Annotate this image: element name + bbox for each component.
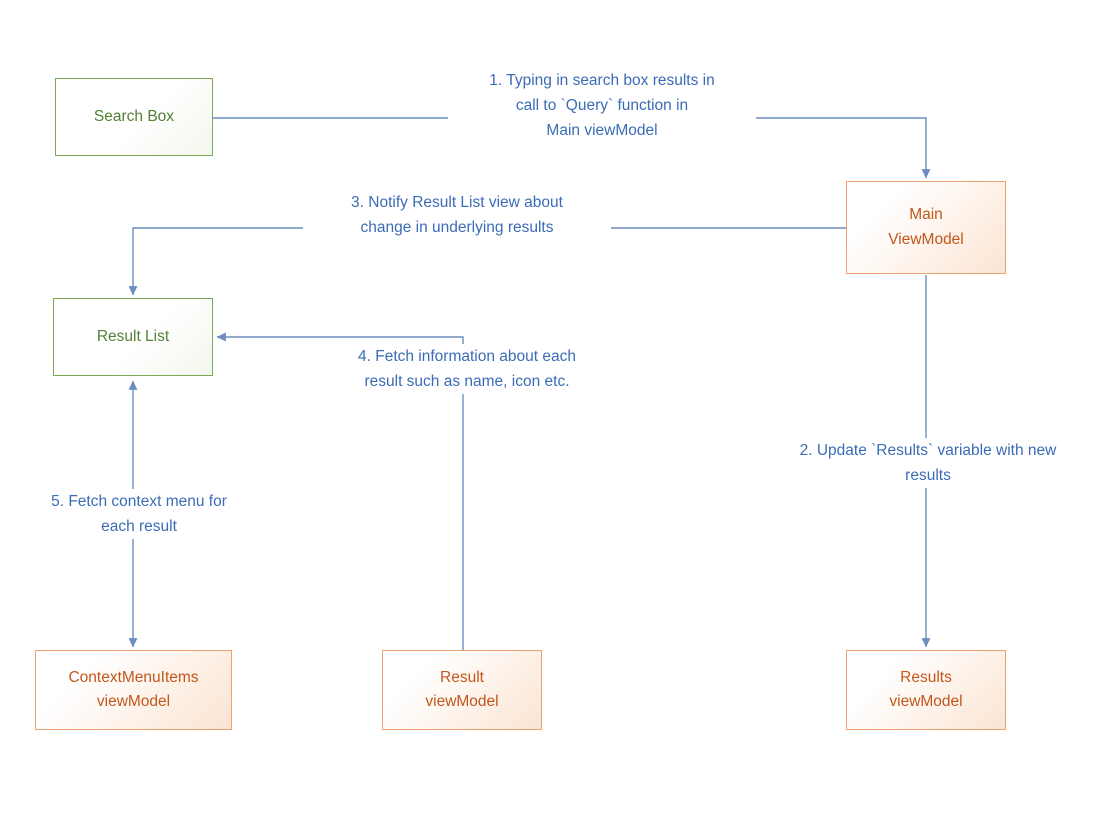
annotation-step4: 4. Fetch information about each result s… <box>313 344 621 394</box>
node-result-list: Result List <box>53 298 213 376</box>
node-result-viewmodel: Result viewModel <box>382 650 542 730</box>
annotation-step2: 2. Update `Results` variable with new re… <box>758 438 1098 488</box>
arrow-4-resultviewmodel-to-resultlist <box>216 332 464 650</box>
annotation-step1: 1. Typing in search box results in call … <box>448 68 756 143</box>
node-main-viewmodel: Main ViewModel <box>846 181 1006 274</box>
node-contextmenuitems-viewmodel: ContextMenuItems viewModel <box>35 650 232 730</box>
annotation-step5: 5. Fetch context menu for each result <box>15 489 263 539</box>
annotation-step3: 3. Notify Result List view about change … <box>303 190 611 240</box>
node-results-viewmodel: Results viewModel <box>846 650 1006 730</box>
node-search-box: Search Box <box>55 78 213 156</box>
